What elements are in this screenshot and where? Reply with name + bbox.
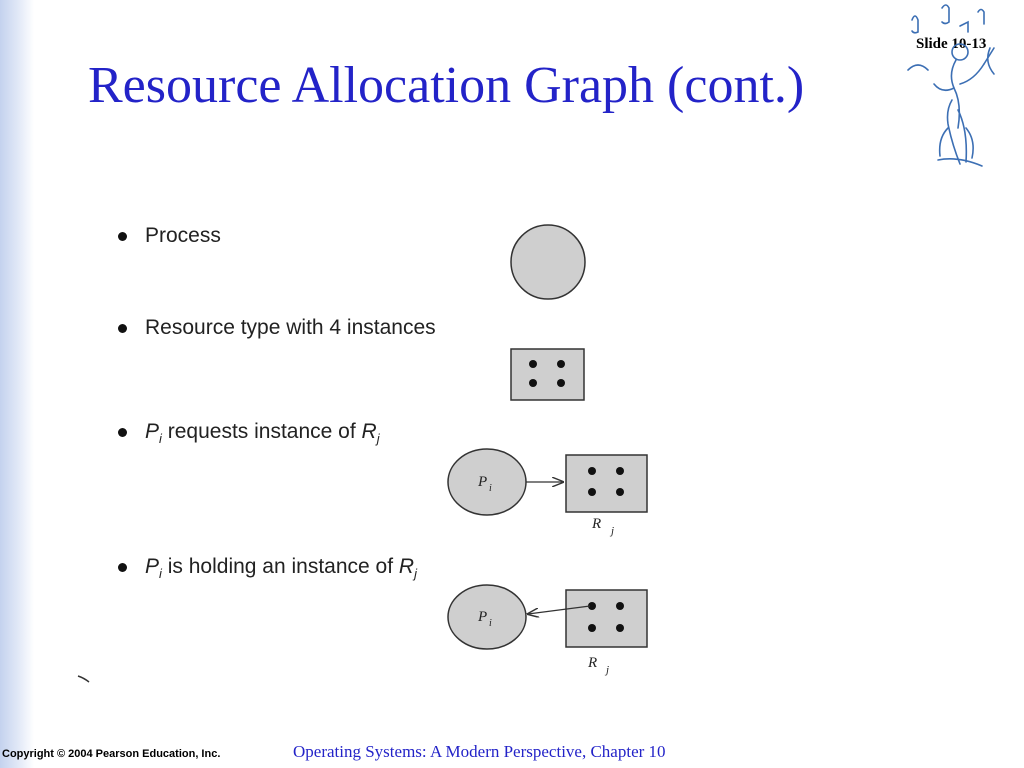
resource-node-rj xyxy=(565,589,648,648)
resource-instance-dot xyxy=(616,602,624,610)
bullet-text: Pi is holding an instance of Rj xyxy=(145,555,417,581)
resource-subscript: j xyxy=(414,566,417,582)
bullet-middle-text: requests instance of xyxy=(161,420,362,443)
process-subscript: i xyxy=(159,566,162,582)
slide-title: Resource Allocation Graph (cont.) xyxy=(88,57,805,114)
resource-node-label: R xyxy=(587,655,597,671)
resource-instance-dot xyxy=(616,624,624,632)
resource-instance-dot xyxy=(529,360,537,368)
process-subscript: i xyxy=(159,431,162,447)
process-node-label: P xyxy=(477,474,487,490)
bullet-dot xyxy=(118,563,127,572)
resource-node-label: R xyxy=(591,516,601,532)
process-node-subscript: i xyxy=(489,483,492,494)
resource-instance-dot xyxy=(588,488,596,496)
resource-instance-dot xyxy=(529,379,537,387)
resource-node xyxy=(510,348,585,401)
resource-instance-dot xyxy=(616,467,624,475)
process-node-label: P xyxy=(477,609,487,625)
assignment-edge-arrow xyxy=(528,605,591,614)
bullet-dot xyxy=(118,232,127,241)
process-node xyxy=(510,224,586,300)
stray-mark xyxy=(77,675,90,683)
resource-instance-dot xyxy=(557,379,565,387)
process-symbol: P xyxy=(145,555,160,578)
bullet-dot xyxy=(118,428,127,437)
process-node-pi xyxy=(447,584,527,650)
resource-node-rj xyxy=(565,454,648,513)
bullet-text: Pi requests instance of Rj xyxy=(145,420,380,446)
process-node-subscript: i xyxy=(489,618,492,629)
bullet-dot xyxy=(118,324,127,333)
resource-instance-dot xyxy=(588,467,596,475)
copyright-text: Copyright © 2004 Pearson Education, Inc. xyxy=(2,748,221,760)
process-symbol: P xyxy=(145,420,160,443)
resource-symbol: R xyxy=(361,420,377,443)
resource-subscript: j xyxy=(376,431,380,447)
bullet-text: Process xyxy=(145,224,221,247)
resource-instance-dot xyxy=(588,624,596,632)
slide-number: Slide 10-13 xyxy=(916,36,987,52)
resource-node-subscript: j xyxy=(604,664,609,676)
course-footer-text: Operating Systems: A Modern Perspective,… xyxy=(293,742,666,761)
resource-symbol: R xyxy=(398,555,415,578)
conductor-illustration-icon xyxy=(907,4,995,167)
left-gradient-bar xyxy=(0,0,34,768)
resource-instance-dot xyxy=(616,488,624,496)
bullet-text: Resource type with 4 instances xyxy=(145,316,436,339)
resource-instance-dot xyxy=(588,602,596,610)
bullet-middle-text: is holding an instance of xyxy=(161,555,399,578)
resource-node-subscript: j xyxy=(609,525,614,537)
resource-instance-dot xyxy=(557,360,565,368)
